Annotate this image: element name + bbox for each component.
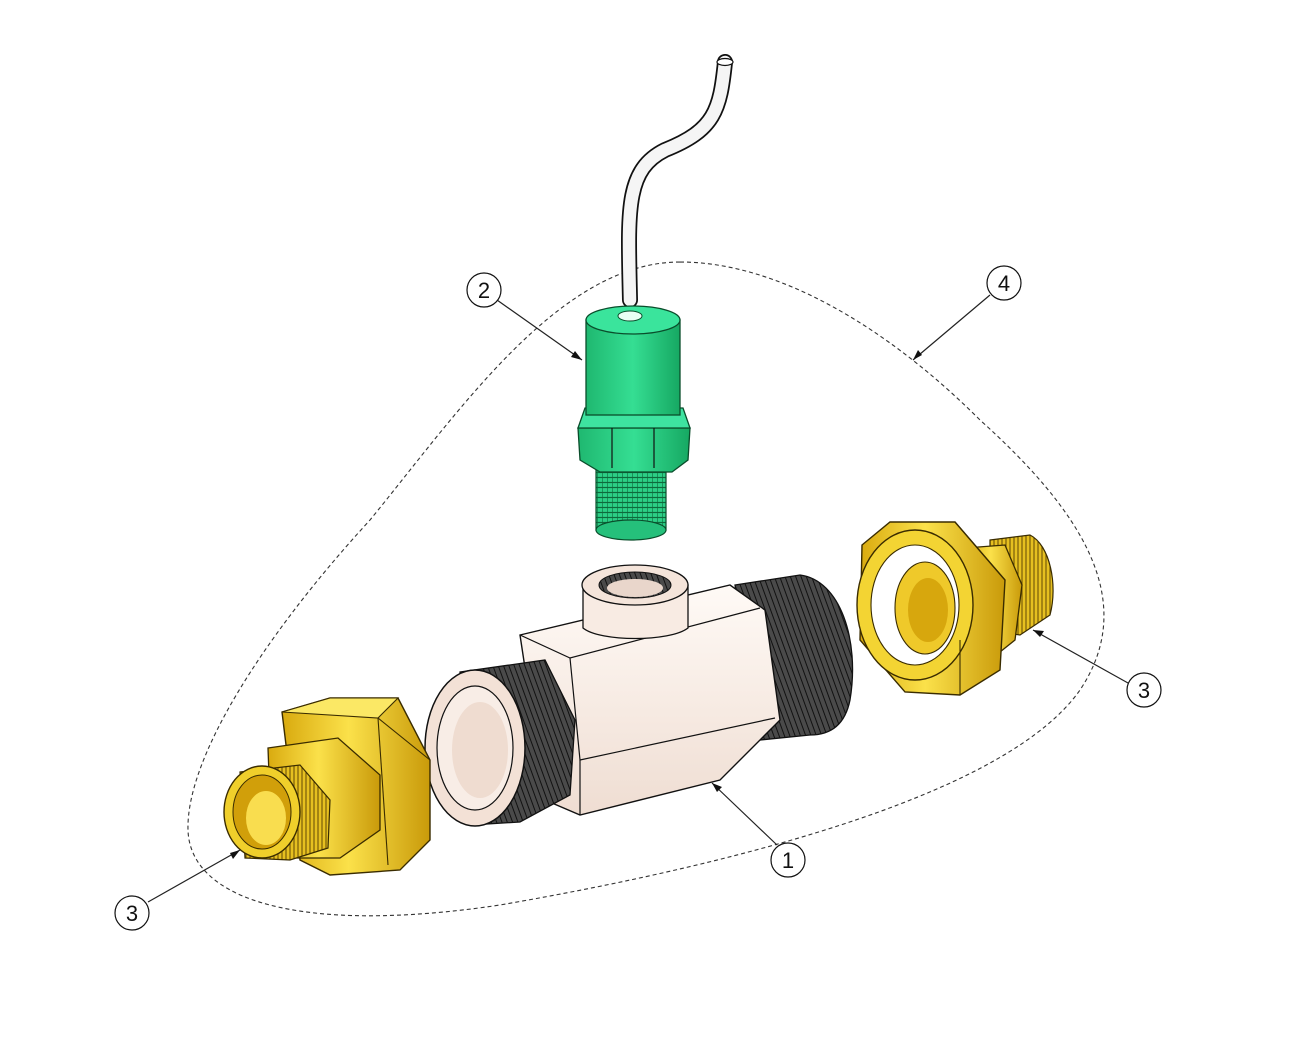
balloon-1: 1	[770, 842, 806, 878]
leader-3-left	[147, 849, 241, 903]
leader-4	[912, 294, 991, 361]
balloon-3-right: 3	[1126, 672, 1162, 708]
balloon-3-left-label: 3	[126, 901, 138, 926]
balloon-leaders	[147, 294, 1129, 903]
union-fitting-left-part	[223, 697, 431, 876]
arrowhead-3-right	[1033, 630, 1044, 637]
balloon-2: 2	[466, 272, 502, 308]
leader-3-right	[1032, 629, 1129, 684]
arrowhead-3-left	[230, 850, 240, 859]
balloon-4: 4	[986, 265, 1022, 301]
balloon-2-label: 2	[478, 278, 490, 303]
balloon-3-right-label: 3	[1138, 678, 1150, 703]
arrowhead-2	[571, 351, 582, 360]
balloon-1-label: 1	[782, 848, 794, 873]
pipe-tee-body-part	[424, 564, 854, 827]
arrowhead-1	[712, 783, 722, 792]
leader-1	[711, 782, 778, 846]
arrowhead-4	[913, 350, 922, 360]
balloon-3-left: 3	[114, 895, 150, 931]
union-fitting-right-part	[856, 521, 1054, 696]
flow-sensor-part	[577, 305, 691, 541]
balloon-4-label: 4	[998, 271, 1010, 296]
sensor-cable	[621, 54, 734, 308]
subassembly-boundary-outline	[187, 261, 1105, 917]
leader-2	[496, 299, 583, 361]
